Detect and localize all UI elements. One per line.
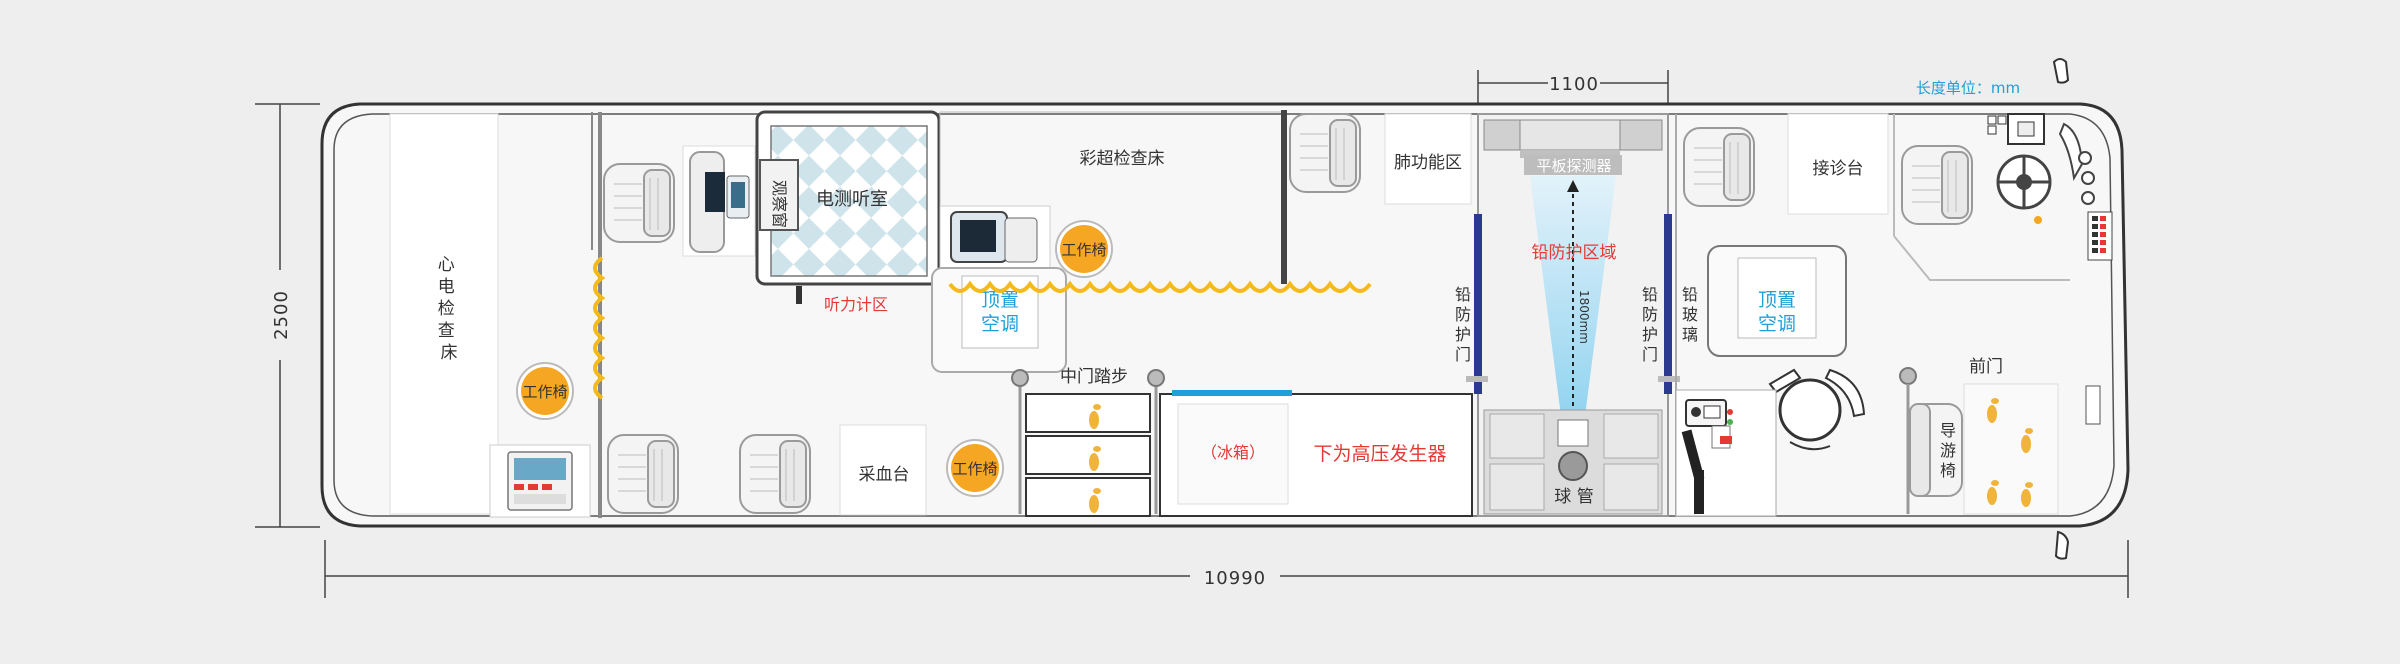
middle-steps — [1025, 393, 1151, 517]
round-chair — [1768, 368, 1866, 451]
svg-text:工作椅: 工作椅 — [1061, 241, 1106, 259]
driver-seat — [1901, 145, 1973, 225]
dimension-height: 2500 — [255, 103, 320, 528]
reception-desk-label: 接诊台 — [1813, 159, 1864, 179]
svg-text:心 电 检 查 床: 心 电 检 查 床 — [438, 255, 460, 363]
roof-ac-right: 顶置空调 — [1707, 245, 1847, 357]
distance-label: 1800mm — [1577, 290, 1591, 344]
flat-detector: 平板探测器 — [1483, 119, 1663, 175]
bus-inner-outline — [333, 113, 2115, 517]
front-door-post — [1899, 367, 1917, 385]
lead-door-right-label: 铅防护门 — [1642, 285, 1658, 364]
audiometer-device — [682, 145, 756, 257]
mirror-top — [2052, 58, 2070, 84]
dimension-height-text: 2500 — [271, 290, 292, 340]
lead-zone-label: 铅防护区域 — [1532, 243, 1617, 263]
ultrasound-bed-label: 彩超检查床 — [1080, 149, 1165, 169]
work-chair-3: 工作椅 — [946, 439, 1004, 497]
ecg-bed-label-1: 心 — [438, 255, 455, 275]
roof-ac-right-label: 顶置空调 — [1758, 289, 1796, 335]
lead-glass-label: 铅玻璃 — [1682, 285, 1698, 344]
blood-table — [839, 424, 927, 516]
front-steps — [1963, 383, 2059, 515]
svg-text:工作椅: 工作椅 — [952, 460, 997, 478]
guide-seat: 导游椅 — [1909, 403, 1963, 497]
front-door-label: 前门 — [1969, 357, 2003, 377]
work-chair-2: 工作椅 — [1055, 220, 1113, 278]
curtain-vertical — [593, 256, 606, 400]
middle-steps-label: 中门踏步 — [1060, 367, 1128, 387]
front-door-handle — [2085, 385, 2101, 425]
svg-text:导游椅: 导游椅 — [1940, 421, 1956, 480]
lead-door-left-label: 铅防护门 — [1455, 285, 1471, 364]
reception-desk — [1787, 113, 1889, 215]
generator-cabinet: （冰箱） 下为高压发生器 — [1159, 390, 1473, 517]
lung-function-label: 肺功能区 — [1394, 153, 1462, 173]
dimension-bottom: 10990 — [324, 540, 2129, 598]
dimension-bottom-text: 10990 — [1204, 568, 1266, 589]
fridge-label: （冰箱） — [1201, 443, 1265, 462]
lead-door-left — [1474, 214, 1482, 394]
ecg-bed — [389, 113, 499, 515]
ecg-machine — [489, 444, 591, 518]
seat-bottom-2 — [739, 434, 811, 514]
lead-door-right — [1664, 214, 1672, 394]
door-post-right — [1147, 369, 1165, 387]
curtain-horizontal — [948, 280, 1372, 293]
steering-wheel — [1996, 154, 2052, 224]
svg-text:工作椅: 工作椅 — [522, 383, 567, 401]
seat-audiometry — [603, 163, 675, 243]
tube-label: 球 管 — [1554, 487, 1593, 507]
dashboard — [1987, 113, 2113, 261]
roof-ac-left-label: 顶置空调 — [981, 289, 1019, 335]
control-panel — [1675, 389, 1777, 517]
unit-note: 长度单位：mm — [1916, 79, 2020, 97]
dimension-top: 1100 — [1477, 70, 1669, 118]
mirror-bottom — [2054, 530, 2070, 560]
door-post-left — [1011, 369, 1029, 387]
blood-table-label: 采血台 — [859, 465, 910, 485]
xray-table: 球 管 — [1483, 409, 1663, 515]
seat-bottom-1 — [607, 434, 679, 514]
flat-detector-label: 平板探测器 — [1536, 157, 1611, 175]
observation-window-label: 观察窗 — [770, 180, 789, 228]
generator-label: 下为高压发生器 — [1313, 443, 1446, 465]
audiometry-room: 观察窗 电测听室 — [755, 110, 941, 304]
seat-lung — [1289, 113, 1361, 193]
dimension-top-text: 1100 — [1549, 74, 1599, 95]
work-chair-1: 工作椅 — [516, 362, 574, 420]
ultrasound-machine — [939, 205, 1051, 289]
audiometry-room-label: 电测听室 — [816, 189, 888, 210]
seat-reception — [1683, 127, 1755, 207]
hearing-zone-label: 听力计区 — [824, 295, 888, 314]
